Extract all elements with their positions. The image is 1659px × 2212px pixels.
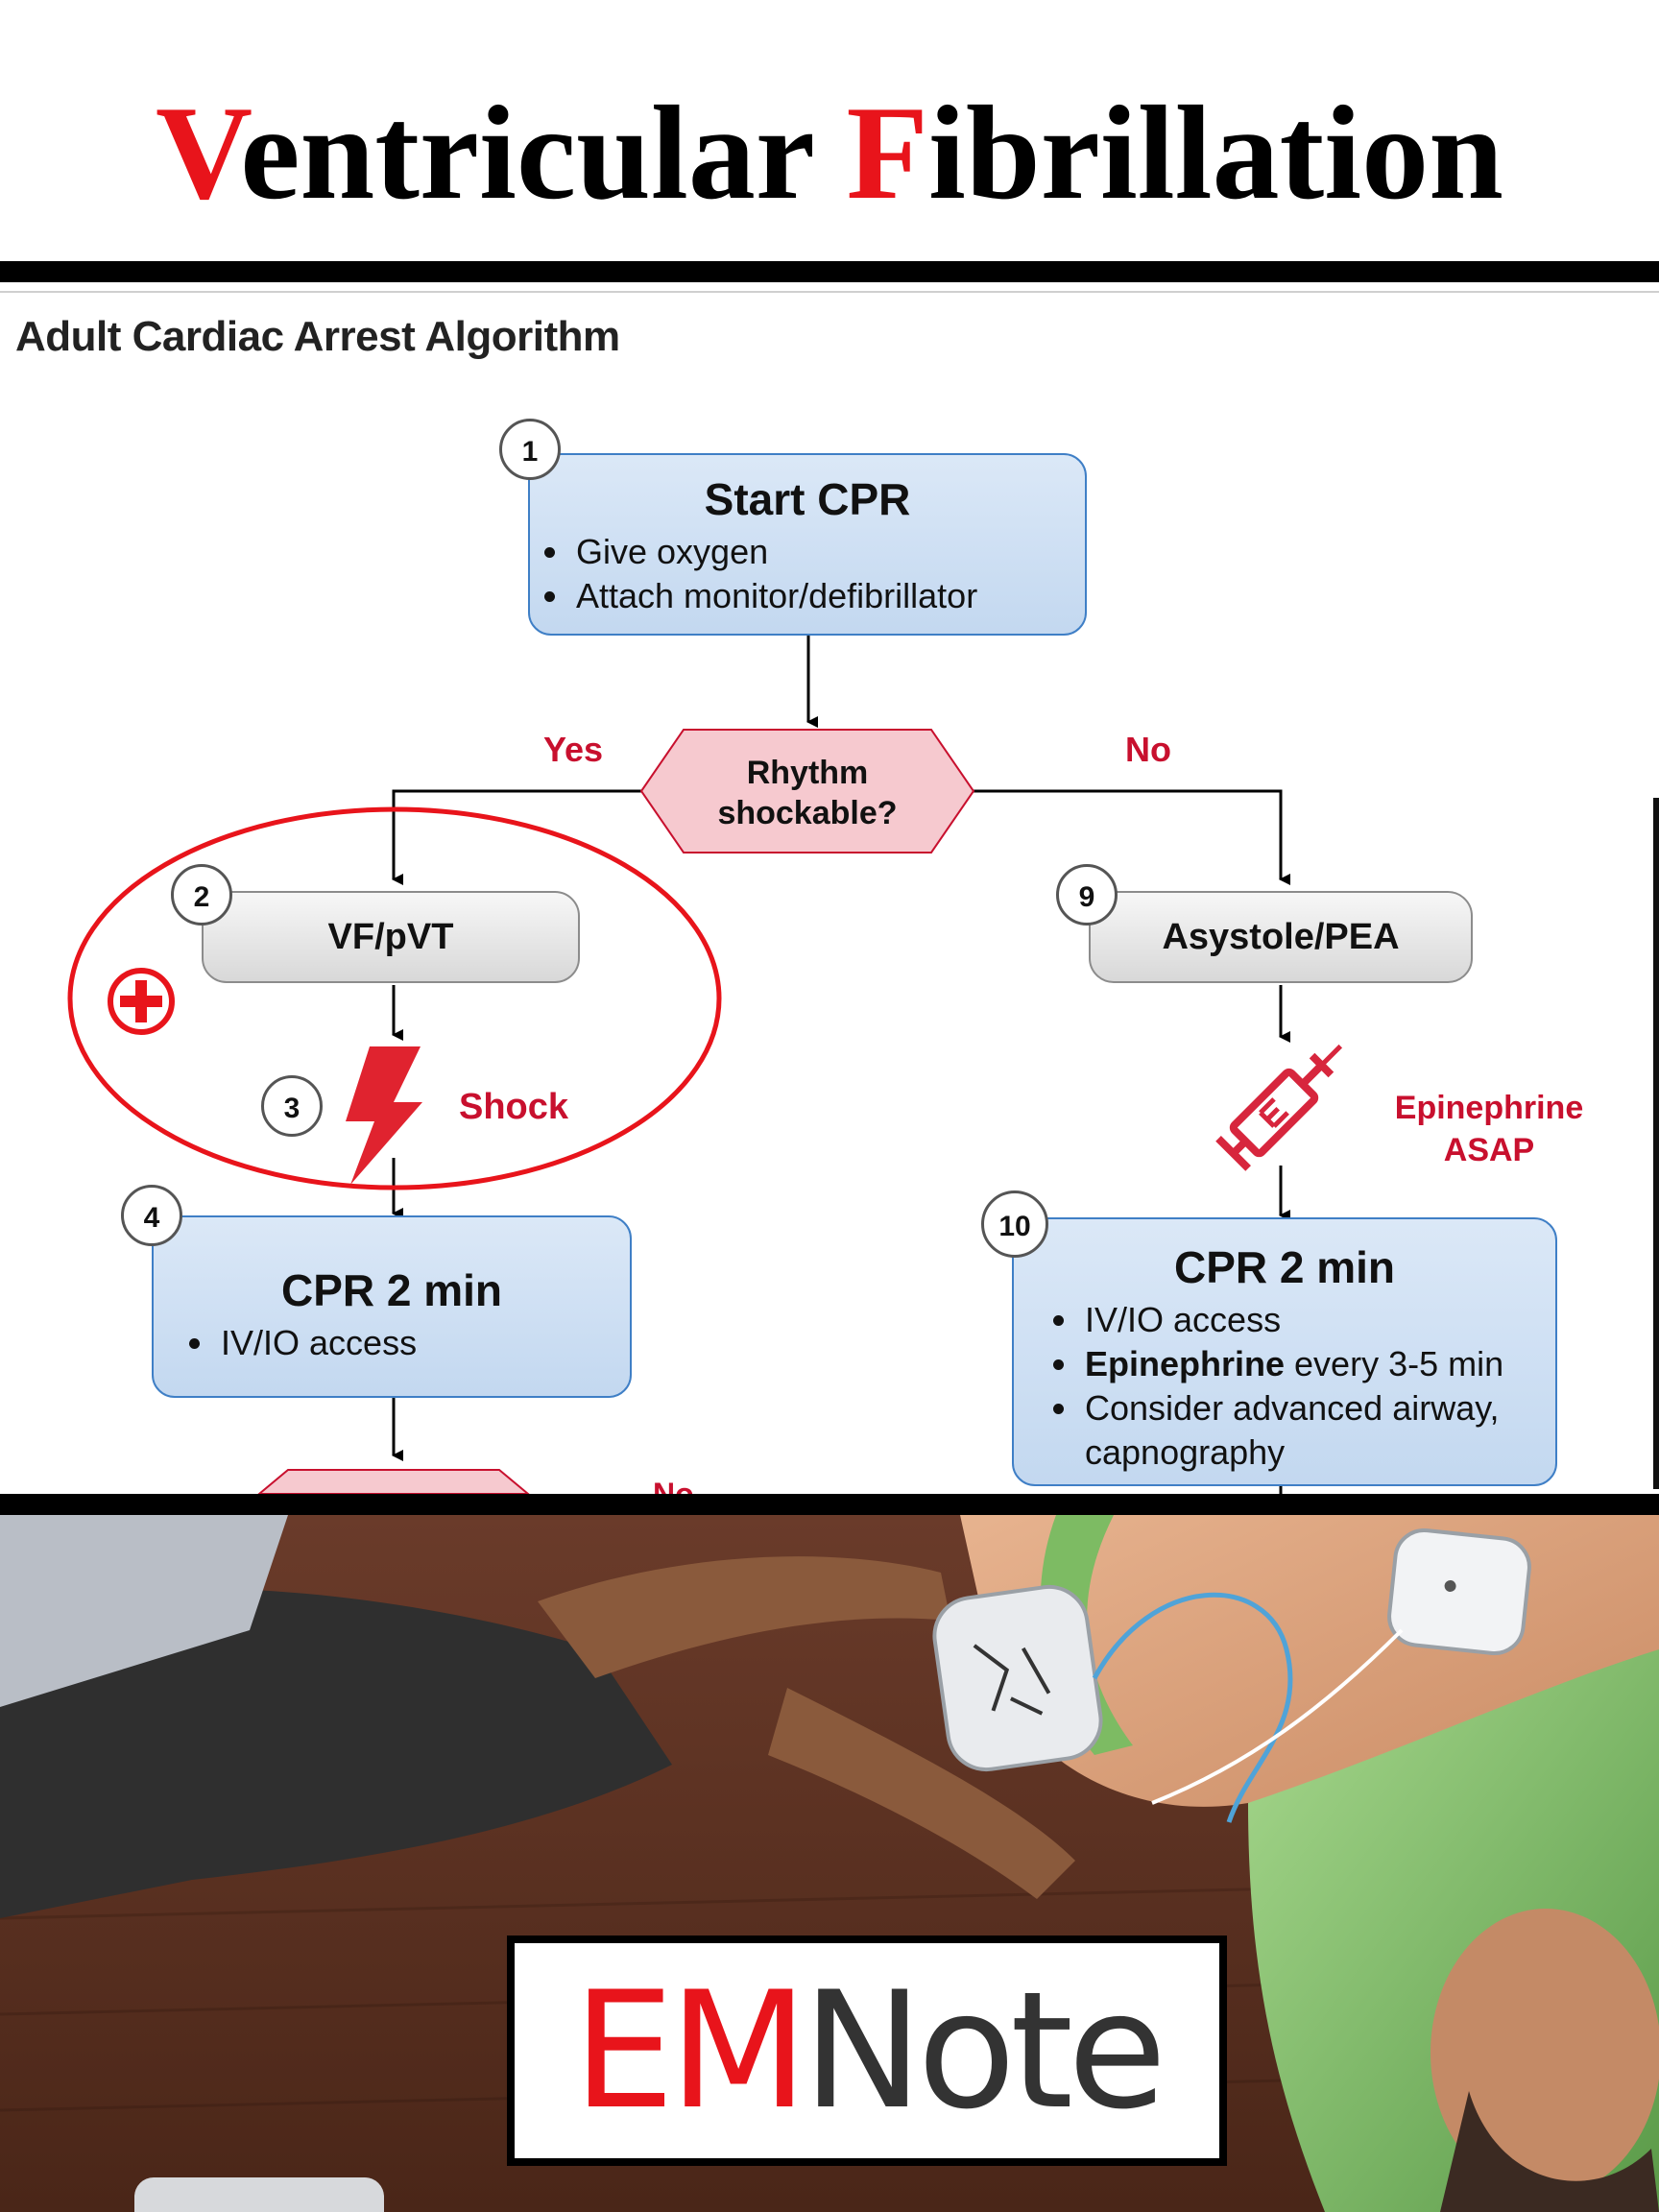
cpr-2min-box-left: CPR 2 min IV/IO access [152,1215,632,1398]
shock-label: Shock [459,1087,569,1127]
title-letter-f: F [846,79,928,228]
title-divider-thin [0,291,1659,293]
bullet-attach-monitor: Attach monitor/defibrillator [572,574,1085,618]
step-number-3: 3 [261,1075,323,1137]
arrow-yes [392,789,641,885]
step-number-9: 9 [1056,864,1118,926]
start-cpr-title: Start CPR [704,474,911,524]
first-aid-cross-icon [108,968,175,1035]
vf-pvt-box: VF/pVT [202,891,580,983]
aed-pad-right [1387,1527,1531,1656]
algorithm-title: Adult Cardiac Arrest Algorithm [15,313,620,360]
start-cpr-bullets: Give oxygen Attach monitor/defibrillator [530,530,1085,618]
logo-em: EM [572,1957,808,2145]
logo-note: Note [802,1957,1167,2145]
bullet-give-oxygen: Give oxygen [572,530,1085,574]
syringe-icon [1215,1044,1343,1171]
bullet-epinephrine-rest: every 3-5 min [1285,1344,1504,1383]
title-letter-v: V [156,79,241,228]
step-number-1: 1 [499,419,561,480]
yes-label: Yes [543,730,604,769]
page-title: Ventricular Fibrillation [0,77,1659,230]
bullet-iv-io-right: IV/IO access [1081,1298,1555,1342]
asystole-pea-box: Asystole/PEA [1089,891,1473,983]
decision-hexagon [639,729,975,854]
photo-divider [0,1494,1659,1515]
decision-line-2: shockable? [717,795,898,831]
aed-photo [0,1515,1659,2212]
cpr-left-bullets: IV/IO access [154,1321,630,1365]
title-part-1: entricular [240,79,847,228]
step-number-2: 2 [171,864,232,926]
cpr-right-title: CPR 2 min [1173,1242,1396,1292]
epinephrine-line-1: Epinephrine [1394,1090,1584,1126]
title-area: Ventricular Fibrillation [0,0,1659,259]
algorithm-panel: Adult Cardiac Arrest Algorithm [0,294,1659,1494]
title-part-2: ibrillation [928,79,1503,228]
arrow-no [974,789,1290,885]
decision-line-1: Rhythm [746,755,869,791]
logo-text: EMNote [515,1943,1219,2158]
aed-pad-left [932,1584,1103,1772]
bullet-epinephrine-bold: Epinephrine [1085,1344,1286,1383]
cpr-right-bullets: IV/IO access Epinephrine every 3-5 min C… [1014,1298,1555,1475]
epinephrine-label: Epinephrine ASAP [1359,1087,1619,1171]
bullet-airway-line-2: capnography [1085,1432,1286,1472]
bullet-airway: Consider advanced airway,capnography [1081,1386,1555,1475]
lightning-bolt-icon [346,1046,422,1185]
aed-scene-illustration [0,1515,1659,2212]
next-decision-hexagon [257,1469,530,1494]
cpr-2min-box-right: CPR 2 min IV/IO access Epinephrine every… [1012,1217,1557,1486]
start-cpr-box: Start CPR Give oxygen Attach monitor/def… [528,453,1087,636]
decision-text: Rhythm shockable? [672,753,943,833]
no-label: No [1125,730,1171,769]
bullet-epinephrine: Epinephrine every 3-5 min [1081,1342,1555,1386]
highlight-ellipse [67,806,722,1190]
bullet-airway-line-1: Consider advanced airway, [1085,1388,1500,1428]
flow-connectors [67,636,1343,1494]
step-number-4: 4 [121,1185,182,1246]
step-number-10: 10 [981,1190,1048,1258]
title-divider [0,261,1659,282]
bullet-iv-io-left: IV/IO access [217,1321,630,1365]
emnote-logo: EMNote [507,1936,1227,2166]
right-edge-bar [1653,798,1659,1489]
cpr-left-title: CPR 2 min [280,1265,503,1315]
next-no-label: No [653,1477,694,1494]
epinephrine-line-2: ASAP [1443,1132,1535,1168]
